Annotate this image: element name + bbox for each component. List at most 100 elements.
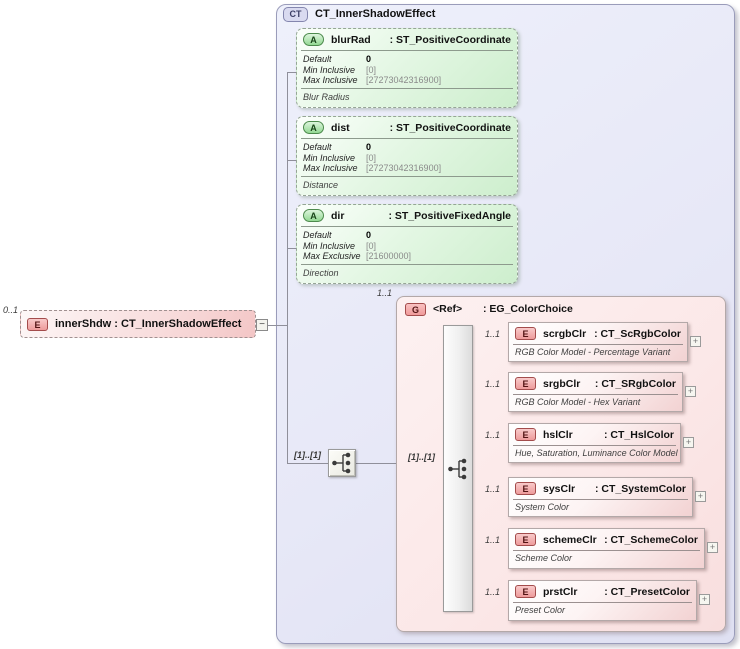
element-cardinality-label: 1..1 <box>485 587 501 597</box>
element-name: hslClr <box>543 428 573 441</box>
facet-label: Max Exclusive <box>303 251 361 261</box>
expand-icon[interactable]: + <box>707 542 718 553</box>
connector-line <box>287 72 296 73</box>
element-doc: RGB Color Model - Hex Variant <box>515 397 641 407</box>
element-box-hslclr[interactable]: E hslClr : CT_HslColor Hue, Saturation, … <box>508 423 681 463</box>
facet-label: Max Inclusive <box>303 75 358 85</box>
facet-label: Max Inclusive <box>303 163 358 173</box>
element-name: schemeClr <box>543 533 597 546</box>
facet-label: Default <box>303 54 332 64</box>
facet-value: 0 <box>366 54 372 64</box>
element-label: innerShdw : CT_InnerShadowEffect <box>55 318 242 330</box>
element-cardinality-label: 1..1 <box>485 379 501 389</box>
element-name: prstClr <box>543 585 578 598</box>
sequence-cardinality-label: [1]..[1] <box>294 450 321 460</box>
facet-row: Min Inclusive [0] <box>303 241 511 252</box>
element-type: : CT_SystemColor <box>594 482 686 495</box>
element-name: scrgbClr <box>543 327 587 340</box>
group-badge: G <box>405 302 426 316</box>
facet-row: Default 0 <box>303 230 511 241</box>
element-box-scrgbclr[interactable]: E scrgbClr : CT_ScRgbColor RGB Color Mod… <box>508 322 688 362</box>
branch-icon <box>332 452 351 474</box>
element-badge: E <box>515 482 536 495</box>
facet-label: Min Inclusive <box>303 152 356 163</box>
facet-value: [0] <box>366 64 377 75</box>
element-name: srgbClr <box>543 377 581 390</box>
attribute-badge: A <box>303 121 324 134</box>
element-badge: E <box>515 428 536 441</box>
facet-label: Default <box>303 142 332 152</box>
element-doc: Preset Color <box>515 605 566 615</box>
connector-line <box>287 248 296 249</box>
divider <box>301 263 513 265</box>
element-doc: System Color <box>515 502 570 512</box>
root-cardinality-label: 0..1 <box>3 305 19 315</box>
choice-compositor-bar[interactable] <box>443 325 473 612</box>
divider <box>301 138 513 139</box>
facet-label: Default <box>303 230 332 240</box>
attribute-doc: Direction <box>303 267 339 278</box>
group-type: : EG_ColorChoice <box>483 303 573 315</box>
element-box-innershdw[interactable]: E innerShdw : CT_InnerShadowEffect <box>20 310 256 338</box>
connector-line <box>287 72 288 463</box>
expand-icon[interactable]: + <box>685 386 696 397</box>
collapse-toggle-icon[interactable]: − <box>256 319 268 331</box>
attribute-name: dist <box>331 121 350 134</box>
divider <box>301 50 513 51</box>
divider <box>513 445 676 446</box>
complextype-badge: CT <box>283 7 308 22</box>
branch-icon <box>448 458 467 479</box>
sequence-compositor-icon[interactable] <box>328 449 356 477</box>
expand-icon[interactable]: + <box>690 336 701 347</box>
element-badge: E <box>515 327 536 340</box>
facet-value: [0] <box>366 240 377 251</box>
divider <box>301 226 513 227</box>
facet-value: 0 <box>366 230 372 240</box>
attribute-box-blurrad[interactable]: A blurRad : ST_PositiveCoordinate Defaul… <box>296 28 518 108</box>
expand-icon[interactable]: + <box>699 594 710 605</box>
divider <box>301 87 513 89</box>
facet-row: Default 0 <box>303 142 511 153</box>
element-badge: E <box>515 377 536 390</box>
divider <box>513 344 683 345</box>
divider <box>513 394 678 395</box>
divider <box>513 602 692 603</box>
divider <box>301 175 513 177</box>
element-box-schemeclr[interactable]: E schemeClr : CT_SchemeColor Scheme Colo… <box>508 528 705 569</box>
facet-value: [21600000] <box>366 251 412 261</box>
facet-value: [0] <box>366 152 377 163</box>
element-box-sysclr[interactable]: E sysClr : CT_SystemColor System Color <box>508 477 693 517</box>
element-type: : CT_ScRgbColor <box>594 327 681 340</box>
group-name: <Ref> <box>433 303 463 315</box>
element-box-prstclr[interactable]: E prstClr : CT_PresetColor Preset Color <box>508 580 697 621</box>
group-cardinality-label: 1..1 <box>376 288 392 298</box>
facet-value: 0 <box>366 142 372 152</box>
attribute-box-dir[interactable]: A dir : ST_PositiveFixedAngle Default 0 … <box>296 204 518 284</box>
element-doc: Scheme Color <box>515 553 573 563</box>
element-badge: E <box>515 533 536 546</box>
facet-row: Min Inclusive [0] <box>303 65 511 76</box>
facet-value: [27273042316900] <box>366 75 442 85</box>
expand-icon[interactable]: + <box>695 491 706 502</box>
attribute-type: : ST_PositiveCoordinate <box>389 33 511 46</box>
element-doc: Hue, Saturation, Luminance Color Model <box>515 448 678 458</box>
choice-cardinality-label: [1]..[1] <box>408 452 435 462</box>
attribute-doc: Distance <box>303 179 339 190</box>
attribute-doc: Blur Radius <box>303 91 350 102</box>
divider <box>513 550 700 551</box>
expand-icon[interactable]: + <box>683 437 694 448</box>
facet-value: [27273042316900] <box>366 163 442 173</box>
element-type: : CT_PresetColor <box>604 585 690 598</box>
element-name: sysClr <box>543 482 576 495</box>
element-type: : CT_HslColor <box>603 428 674 441</box>
element-box-srgbclr[interactable]: E srgbClr : CT_SRgbColor RGB Color Model… <box>508 372 683 412</box>
element-doc: RGB Color Model - Percentage Variant <box>515 347 671 357</box>
facet-row: Min Inclusive [0] <box>303 153 511 164</box>
facet-label: Min Inclusive <box>303 240 356 251</box>
element-type: : CT_SchemeColor <box>604 533 698 546</box>
attribute-box-dist[interactable]: A dist : ST_PositiveCoordinate Default 0… <box>296 116 518 196</box>
element-badge: E <box>515 585 536 598</box>
attribute-badge: A <box>303 33 324 46</box>
facet-row: Max Exclusive [21600000] <box>303 251 511 262</box>
